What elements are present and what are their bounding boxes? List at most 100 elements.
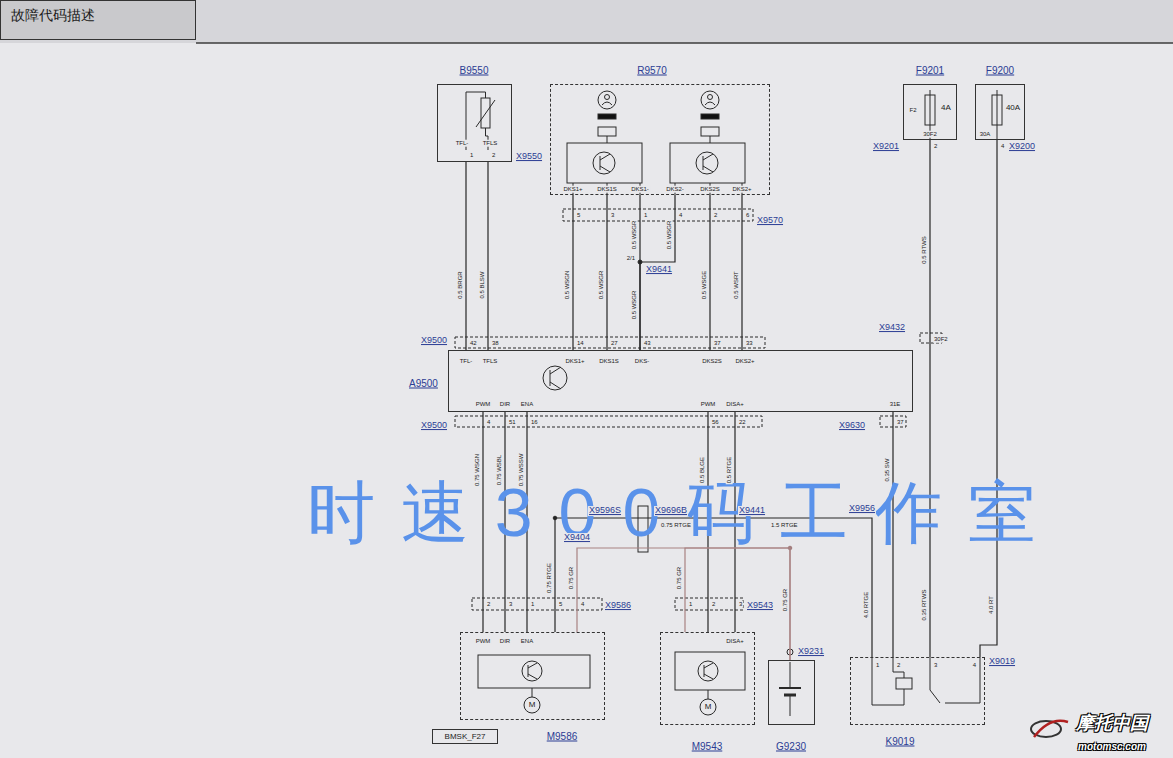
pin-name: M <box>704 703 713 712</box>
pin-number: 4 <box>678 212 683 219</box>
pin-number: 16 <box>530 419 539 426</box>
pin-name: PWM <box>475 401 492 408</box>
wire-spec: 4.0 RT <box>988 595 995 615</box>
connector-name: X9201 <box>872 142 900 152</box>
fuse-box: F920040A30A <box>975 84 1025 140</box>
connector-name: X9500 <box>420 336 448 346</box>
connector-name: X9596S <box>588 506 622 516</box>
pin-number: 1 <box>688 601 693 608</box>
connector-name: X9696B <box>654 506 688 516</box>
wire <box>606 195 607 350</box>
transistor-symbol <box>600 166 610 172</box>
pin-name: 40A <box>1005 104 1021 113</box>
transistor-symbol <box>703 156 704 170</box>
internal-wire <box>710 136 711 143</box>
pin-name: TFL- <box>459 358 474 365</box>
logo-text: 摩托中国 <box>1075 714 1149 734</box>
transistor-symbol <box>550 370 551 386</box>
wire-spec: 0.75 RTGE <box>660 522 692 529</box>
pin-name: ENA <box>520 638 534 645</box>
pin-name: DKS2S <box>699 186 721 193</box>
pin-number: 56 <box>711 419 720 426</box>
pin-name: TFLS <box>482 140 499 147</box>
transistor-symbol <box>696 152 718 174</box>
pin-number: 4 <box>486 419 491 426</box>
transistor-symbol <box>528 663 537 668</box>
transistor-symbol <box>703 166 713 172</box>
pin-name: ENA <box>520 401 534 408</box>
variant-tag: BMSK_F27 <box>432 729 498 744</box>
transistor-symbol <box>600 156 601 170</box>
part-name: M9586 <box>546 731 579 742</box>
connector-strip <box>455 416 762 427</box>
part-name: K9019 <box>885 736 916 747</box>
transistor-symbol <box>600 154 610 160</box>
relay-unit: K9019 <box>850 657 985 725</box>
driver-box <box>478 655 590 688</box>
connector-name: X9630 <box>838 421 866 431</box>
motor-unit: M9543DISA+M <box>660 632 755 725</box>
battery-unit: G9230 <box>768 660 815 725</box>
pin-name: DIR <box>499 401 511 408</box>
pin-number: 1 <box>875 662 880 669</box>
pin-name: F2 <box>908 107 917 114</box>
pin-name: DKS1S <box>596 186 618 193</box>
transistor-symbol <box>543 366 567 390</box>
screen-rule <box>196 42 1173 44</box>
pin-number: 14 <box>576 340 585 347</box>
transistor-symbol <box>704 665 705 677</box>
wire <box>980 140 997 657</box>
pin-name: DISA+ <box>725 401 745 408</box>
pin-number: 43 <box>643 340 652 347</box>
wire-spec: 0.5 BLSW <box>479 270 486 299</box>
internal-wire <box>708 690 709 699</box>
seat-occupancy-icon <box>605 95 610 100</box>
part-name: A9500 <box>408 378 439 389</box>
pin-name: 4A <box>940 104 952 113</box>
pin-number: 37 <box>896 419 905 426</box>
connector-name: X9500 <box>420 421 448 431</box>
sensor-pad-symbol <box>598 127 616 136</box>
wire-spec: 0.5 WSGR <box>598 270 605 301</box>
pin-number: 3 <box>508 601 513 608</box>
pin-name: DKS2+ <box>731 186 752 193</box>
pin-number: 4 <box>972 662 977 669</box>
pin-number: 2 <box>486 601 491 608</box>
transistor-symbol <box>550 367 561 374</box>
pin-number: 3 <box>610 212 615 219</box>
connector-name: X9550 <box>515 152 543 162</box>
wire-spec: 1.5 RTGE <box>770 522 799 529</box>
header-tab: 故障代码描述 <box>0 0 196 40</box>
pin-name: DKS2S <box>701 358 723 365</box>
pin-number: 4 <box>580 601 585 608</box>
pin-number: 33 <box>745 340 754 347</box>
connector-name: X9200 <box>1008 142 1036 152</box>
transistor-symbol <box>528 665 529 677</box>
relay-symbol <box>945 657 980 703</box>
connector-name: X9570 <box>756 216 784 226</box>
wire-spec: 0.35 SW <box>884 457 891 482</box>
pin-name: DKS2+ <box>734 358 755 365</box>
pin-name: PWM <box>700 401 717 408</box>
transistor-symbol <box>698 661 718 681</box>
pin-name: DKS1+ <box>564 358 585 365</box>
connector-strip <box>455 337 765 348</box>
pin-number: 2 <box>933 143 938 150</box>
wire <box>685 548 790 660</box>
seat-occupancy-icon <box>701 91 719 109</box>
connector-name: X9231 <box>797 647 825 657</box>
relay-symbol <box>872 657 904 705</box>
tab-title: 故障代码描述 <box>10 8 96 23</box>
seat-occupancy-icon <box>708 95 713 100</box>
pin-number: 2 <box>711 601 716 608</box>
pin-name: DKS1- <box>630 186 650 193</box>
mat-symbol <box>701 114 719 119</box>
battery-symbol <box>790 662 791 688</box>
pin-name: DKS- <box>634 358 650 365</box>
pin-number: 37 <box>713 340 722 347</box>
relay-symbol <box>930 657 931 690</box>
logo-icon <box>1034 721 1068 737</box>
